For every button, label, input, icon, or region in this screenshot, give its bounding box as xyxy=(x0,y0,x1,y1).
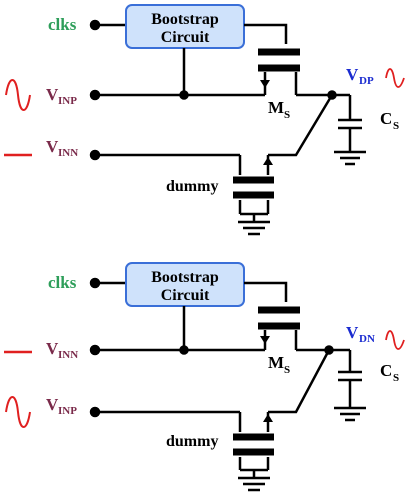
bottom-box-line2: Circuit xyxy=(161,287,210,304)
top-cap-label-sub: S xyxy=(393,120,399,132)
top-in1-label-sub: INP xyxy=(58,95,77,107)
top-out-label-sub: DP xyxy=(359,75,374,87)
bottom-switch-label-main: M xyxy=(268,353,284,372)
top-cap-label-main: C xyxy=(380,109,392,128)
bottom-cap-label-main: C xyxy=(380,361,392,380)
top-in2-label-sub: INN xyxy=(58,147,78,159)
bottom-switch-label-sub: S xyxy=(284,364,290,376)
top-circuit xyxy=(89,4,366,236)
top-switch-label-sub: S xyxy=(284,109,290,121)
bottom-in2-sine-icon xyxy=(5,396,31,428)
top-box-line2: Circuit xyxy=(161,29,210,46)
top-out-label-main: V xyxy=(346,65,359,84)
bottom-out-label-sub: DN xyxy=(359,333,375,345)
bottom-dummy-label: dummy xyxy=(166,433,218,450)
top-switch-label-main: M xyxy=(268,98,284,117)
bottom-in1-label-main: V xyxy=(46,339,59,358)
top-in1-label-main: V xyxy=(46,85,59,104)
bottom-out-sine-icon xyxy=(385,330,405,350)
top-out-sine-icon xyxy=(385,68,405,88)
bottom-box-line1: Bootstrap xyxy=(151,269,219,286)
top-box-line1: Bootstrap xyxy=(151,11,219,28)
bottom-circuit xyxy=(89,262,366,492)
top-in1-sine-icon xyxy=(5,79,31,111)
bottom-in2-label-main: V xyxy=(46,395,59,414)
bottom-clk-label: clks xyxy=(48,273,77,292)
bottom-cap-label-sub: S xyxy=(393,372,399,384)
bottom-out-label-main: V xyxy=(346,323,359,342)
bottom-in1-label-sub: INN xyxy=(58,349,78,361)
top-clk-label: clks xyxy=(48,15,77,34)
top-dummy-label: dummy xyxy=(166,178,218,195)
top-in2-label-main: V xyxy=(46,137,59,156)
bottom-in2-label-sub: INP xyxy=(58,405,77,417)
